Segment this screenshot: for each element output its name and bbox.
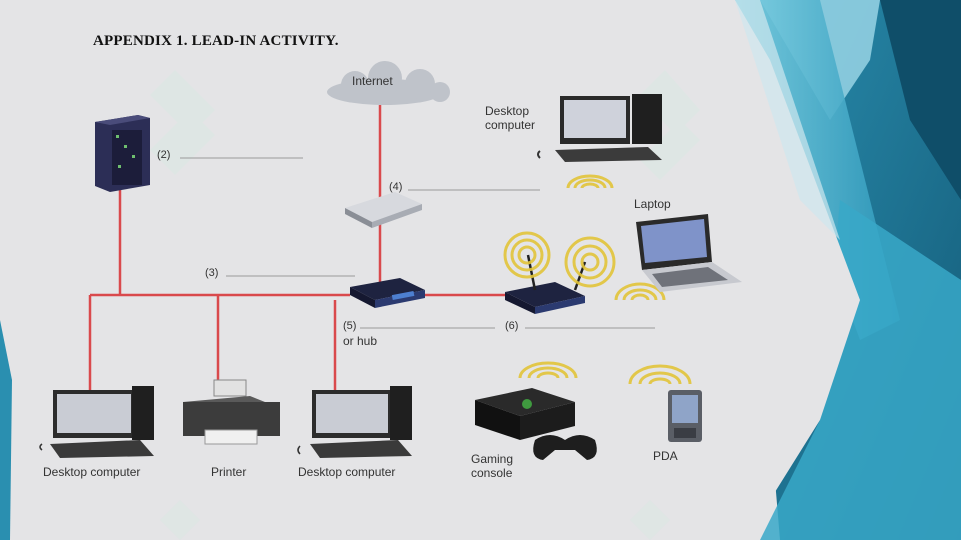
right-decoration [735, 0, 961, 540]
or-hub-label: or hub [343, 334, 378, 348]
desktop-computer-mid-icon [310, 386, 412, 458]
left-decoration [0, 320, 12, 540]
blank-4-label: (4) [389, 181, 403, 193]
desktop-left-label: Desktop computer [43, 465, 141, 479]
blank-5-label: (5) [343, 320, 357, 332]
server-icon [95, 115, 150, 192]
desktop-computer-left-icon [50, 386, 154, 458]
gaming-console-icon [475, 388, 597, 460]
switch-icon [350, 278, 425, 308]
laptop-icon [636, 214, 742, 292]
internet-label: Internet [352, 74, 393, 88]
answer-lines [180, 157, 655, 329]
desktop-top-label-line2: computer [485, 118, 536, 132]
internet-cloud-icon [327, 61, 450, 105]
wireless-router-icon [505, 254, 587, 314]
pda-icon [668, 390, 702, 442]
blank-3-label: (3) [205, 267, 219, 279]
cable-ends [39, 443, 301, 455]
desktop-top-label: Desktop computer [485, 104, 535, 132]
wifi-signals [503, 174, 692, 385]
printer-label: Printer [211, 465, 247, 479]
modem-icon [345, 192, 422, 228]
watermark [150, 70, 700, 540]
gaming-console-label-line2: console [471, 466, 513, 480]
blank-6-label: (6) [505, 320, 519, 332]
cables [88, 105, 510, 395]
gaming-console-label-line1: Gaming [471, 452, 514, 466]
blank-2-label: (2) [157, 149, 171, 161]
page-title: APPENDIX 1. LEAD-IN ACTIVITY. [93, 33, 339, 49]
desktop-mid-label: Desktop computer [298, 465, 396, 479]
pda-label: PDA [653, 449, 678, 463]
desktop-top-label-line1: Desktop [485, 104, 530, 118]
laptop-label: Laptop [634, 197, 671, 211]
printer-icon [183, 379, 280, 445]
gaming-console-label: Gaming console [471, 452, 513, 480]
desktop-computer-top-icon [537, 94, 662, 162]
